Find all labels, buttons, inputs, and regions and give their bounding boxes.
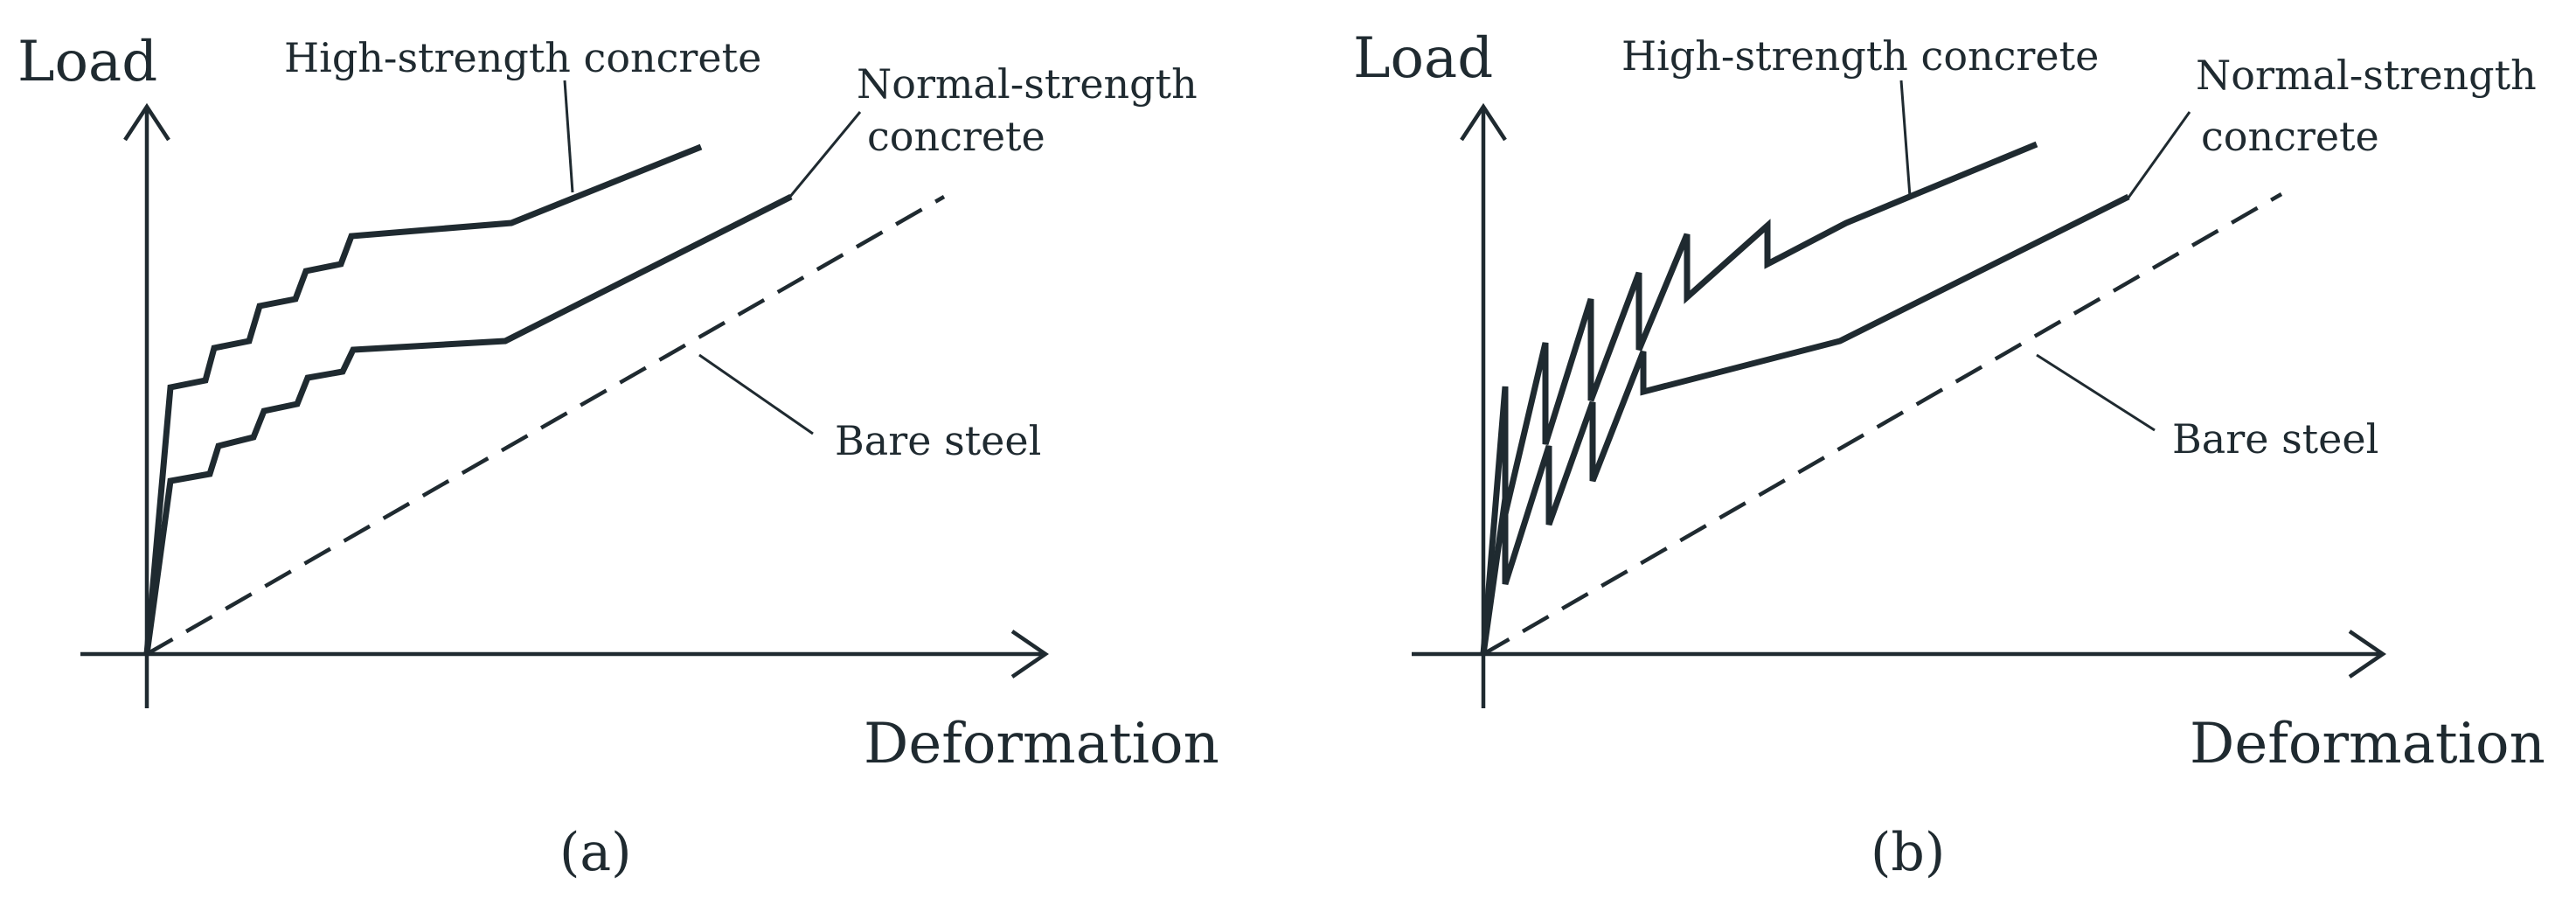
- panel-a-bare-steel-leader: [698, 353, 814, 435]
- panel-b: Load Deformation High-strength concrete …: [1353, 26, 2545, 883]
- panel-a-high-strength-leader: [563, 80, 574, 193]
- panel-b-x-axis-label: Deformation: [2190, 712, 2545, 776]
- panel-a-x-axis-arrow-icon: [1010, 630, 1049, 679]
- panel-b-bare-steel-leader: [2036, 353, 2156, 432]
- panel-a-normal-strength-label-line1: Normal-strength: [857, 60, 1198, 108]
- panel-a-label: (a): [559, 822, 632, 883]
- panel-b-normal-strength-label-line2: concrete: [2201, 113, 2379, 160]
- panel-a-bare-steel-curve: [145, 195, 946, 656]
- panel-a-normal-strength-curve: [143, 193, 793, 655]
- panel-b-normal-strength-label-line1: Normal-strength: [2196, 52, 2537, 99]
- panel-b-high-strength-leader: [1899, 80, 1912, 198]
- panel-a-high-strength-curve: [143, 143, 703, 655]
- panel-a-normal-strength-label-line2: concrete: [867, 113, 1045, 160]
- panel-b-x-axis-arrow-icon: [2348, 630, 2386, 679]
- panel-a-y-axis-label: Load: [17, 30, 157, 94]
- panel-b-bare-steel-label: Bare steel: [2172, 415, 2378, 463]
- panel-a-y-axis-arrow-icon: [123, 102, 170, 142]
- panel-b-y-axis-label: Load: [1353, 26, 1493, 91]
- panel-b-label: (b): [1871, 822, 1945, 883]
- panel-a-bare-steel-label: Bare steel: [835, 417, 1041, 464]
- panel-a-normal-strength-leader: [788, 111, 862, 198]
- panel-a-high-strength-label: High-strength concrete: [284, 34, 761, 81]
- panel-b-bare-steel-curve: [1482, 192, 2283, 656]
- panel-b-y-axis-arrow-icon: [1460, 102, 1507, 142]
- panel-a-x-axis-label: Deformation: [864, 712, 1219, 776]
- panel-b-normal-strength-curve: [1480, 193, 2130, 655]
- panel-a: Load Deformation High-strength concrete …: [17, 30, 1219, 883]
- panel-b-high-strength-label: High-strength concrete: [1621, 32, 2099, 80]
- panel-b-normal-strength-leader: [2127, 111, 2191, 198]
- panel-b-high-strength-curve: [1480, 141, 2038, 655]
